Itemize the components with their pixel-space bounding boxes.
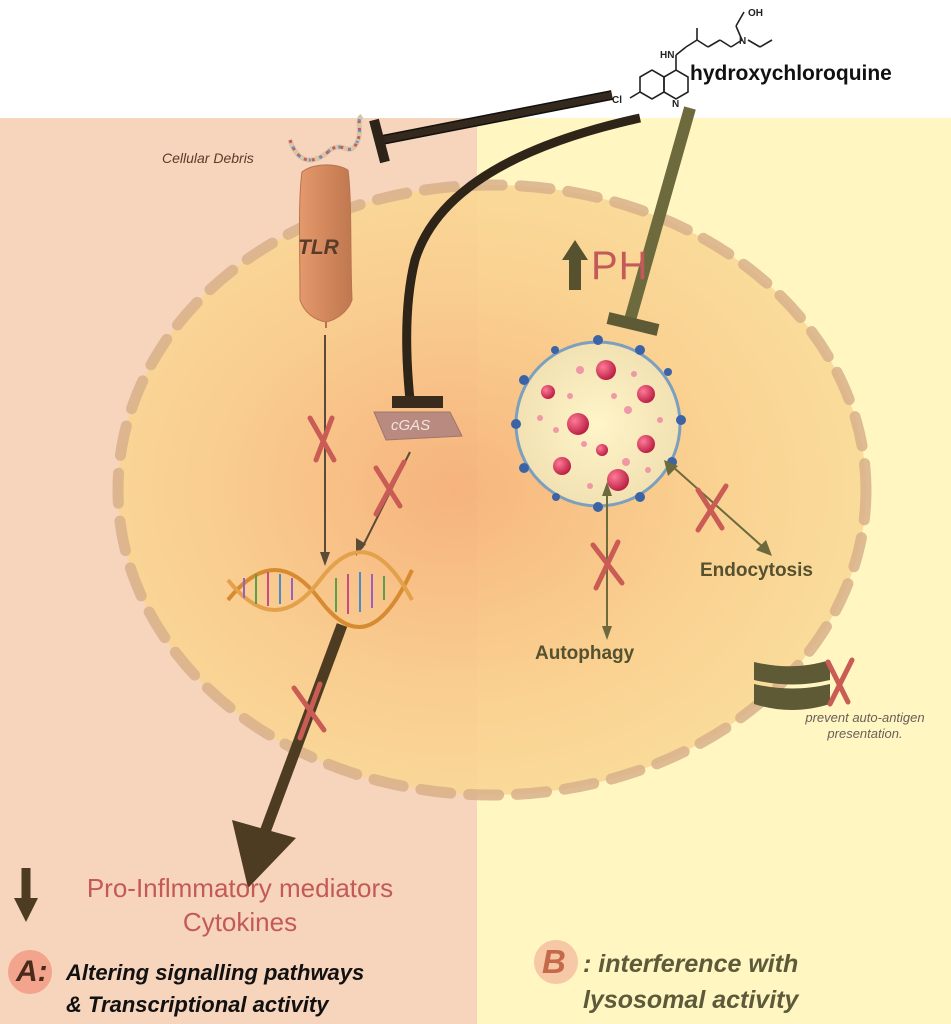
decrease-arrowhead [14,898,38,922]
autophagy-block-x [590,539,625,591]
cellular-debris-label: Cellular Debris [162,150,254,166]
dna-to-mediators-arrowhead [232,820,296,888]
endocytosis-label: Endocytosis [700,560,813,581]
cgas-enzyme [373,411,463,441]
lysosome-inhibition-bar [606,312,660,336]
cell-body [118,185,866,795]
dna-helix [226,550,414,629]
ph-up-arrow-shaft [569,256,581,290]
autophagy-arrowhead-top [602,482,612,496]
tlr-to-dna-arrowhead [320,552,330,566]
antigen-block-x [825,657,855,707]
endocytosis-arrowhead-top [664,460,678,476]
outcome-line-1: Pro-Inflmmatory mediators [86,873,394,903]
panel-b-line-2: lysosomal activity [583,986,799,1015]
outcome-line-2: Cytokines [182,906,298,937]
cgas-block-x [373,459,407,517]
panel-b-letter: B [542,943,566,980]
endocytosis-arrow [671,465,765,549]
panel-a-title: Altering signalling pathways & Transcrip… [66,957,476,1021]
antigen-presentation-label: prevent auto-antigen presentation. [805,710,925,741]
cell-membrane [112,179,872,801]
cellular-debris [287,113,364,163]
mediators-block-x [291,681,327,741]
hn-atom-label: HN [660,50,674,61]
ph-label: PH [591,244,649,288]
tlr-block-x [307,415,337,463]
outcome-label: Pro-Inflmmatory mediators Cytokines [40,872,440,940]
cl-atom-label: Cl [612,95,622,106]
endocytosis-block-x [695,483,729,533]
lysosome-inhibition-line [624,106,696,322]
drug-name: hydroxychloroquine [690,62,892,85]
n-atom-label: N [739,36,746,47]
panel-a-letter: A: [16,955,48,988]
tlr-receptor [299,164,353,323]
oh-group-label: OH [748,8,763,19]
tlr-label: TLR [298,236,339,259]
autophagy-label: Autophagy [535,643,635,664]
endocytosis-arrowhead-bottom [756,540,772,556]
mhc-molecule [754,660,830,710]
autophagy-arrowhead-bottom [602,626,612,640]
panel-b-badge [534,940,578,984]
ring-n-atom-label: N [672,99,679,110]
ph-up-arrowhead [562,240,588,260]
lysosome [511,335,686,512]
panel-b-line-1: : interference with [583,950,799,978]
cgas-inhibition-line [402,113,641,401]
cgas-label: cGAS [391,417,431,434]
hydroxychloroquine-structure [629,11,773,100]
tlr-inhibition-line [369,90,613,164]
panel-a-line-2: & Transcriptional activity [66,991,329,1017]
panel-a-line-1: Altering signalling pathways [66,960,365,985]
panel-a-badge [8,950,52,994]
panel-b-title: : interference with lysosomal activity [583,946,933,1019]
